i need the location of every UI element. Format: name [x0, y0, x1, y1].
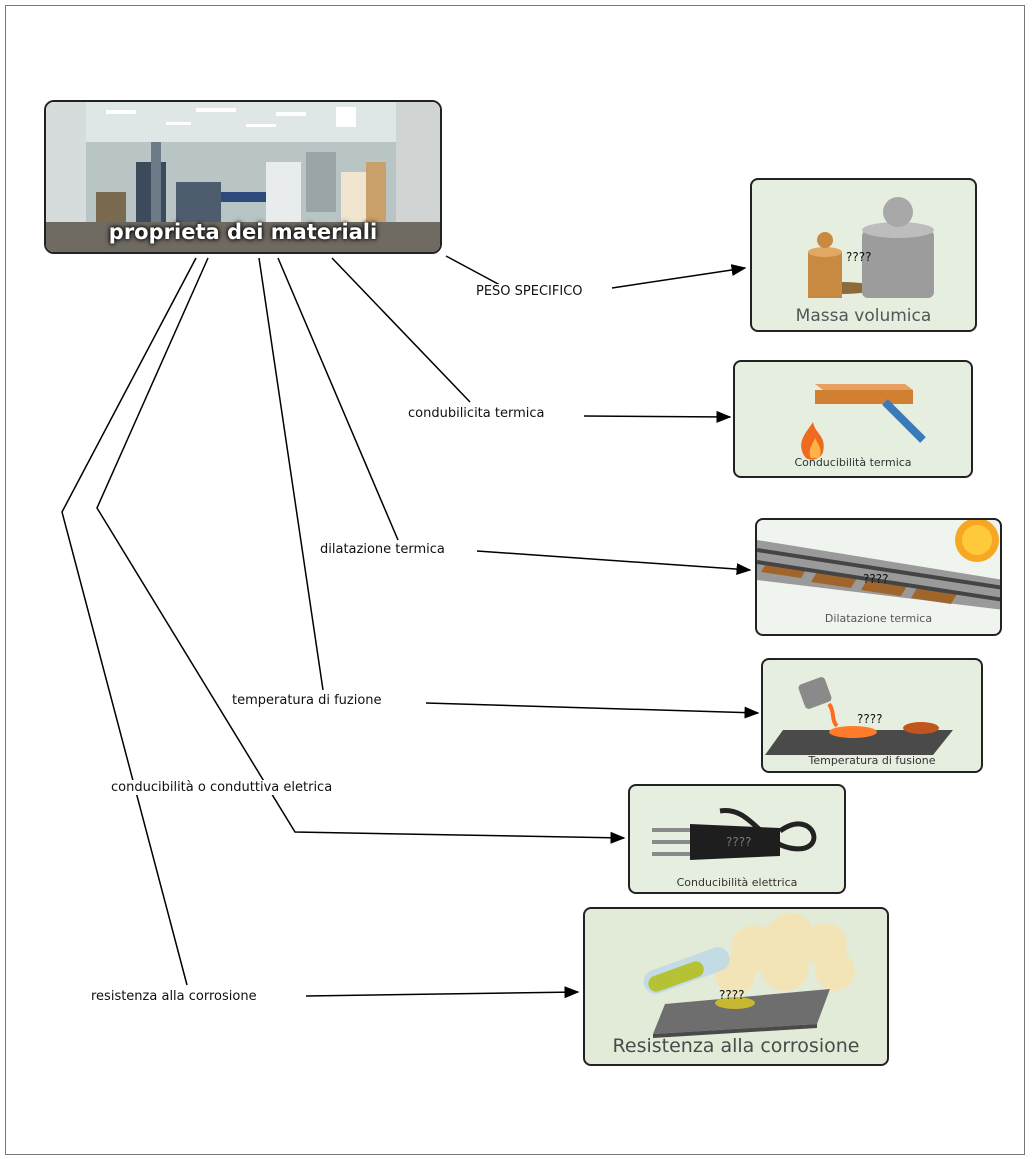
card-conducibilita-termica[interactable]: Conducibilità termica	[733, 360, 973, 478]
root-node[interactable]: proprieta dei materiali	[44, 100, 442, 254]
card-mark: ????	[726, 835, 752, 849]
card-caption: Conducibilità elettrica	[676, 876, 798, 889]
card-mark: ????	[719, 988, 745, 1002]
connector-dilatazione-arrow	[476, 550, 752, 576]
card-massa-volumica[interactable]: ???? Massa volumica	[750, 178, 977, 332]
connector-peso-arrow	[611, 264, 747, 289]
card-caption: Dilatazione termica	[824, 612, 933, 625]
card-mark: ????	[857, 712, 883, 726]
card-mark: ????	[863, 572, 889, 586]
edge-label-temperatura-di-fuzione: temperatura di fuzione	[230, 693, 384, 708]
heat-conduction-illustration	[801, 384, 926, 460]
connector-termica	[331, 257, 471, 403]
edge-label-conducibilita-elettrica: conducibilità o conduttiva eletrica	[109, 780, 335, 795]
card-caption: Massa volumica	[795, 306, 932, 326]
lab-photo	[46, 102, 440, 252]
connector-peso	[445, 255, 501, 286]
card-conducibilita-elettrica[interactable]: ???? Conducibilità elettrica	[628, 784, 846, 894]
connector-elettrica	[96, 257, 626, 844]
card-dilatazione-termica[interactable]: ???? Dilatazione termica	[755, 518, 1002, 636]
plug-illustration	[652, 808, 817, 860]
connector-fusione-arrow	[425, 702, 760, 719]
corrosion-illustration	[643, 913, 855, 1038]
root-title: proprieta dei materiali	[108, 220, 378, 244]
weights-illustration	[808, 197, 934, 298]
melting-illustration	[765, 677, 953, 755]
connector-termica-arrow	[583, 410, 732, 423]
edge-label-dilatazione-termica: dilatazione termica	[318, 542, 447, 557]
edge-label-peso-specifico: PESO SPECIFICO	[474, 284, 585, 299]
card-resistenza-corrosione[interactable]: ???? Resistenza alla corrosione	[583, 907, 889, 1066]
rail-illustration	[757, 520, 1000, 610]
card-caption: Temperatura di fusione	[808, 754, 936, 767]
canvas-frame	[5, 5, 1025, 1155]
card-caption: Conducibilità termica	[794, 456, 912, 469]
connector-corrosione	[61, 257, 197, 986]
connector-fusione	[258, 257, 324, 691]
card-mark: ????	[846, 250, 872, 264]
card-caption: Resistenza alla corrosione	[612, 1035, 860, 1057]
connector-dilatazione	[277, 257, 399, 541]
edge-label-resistenza-corrosione: resistenza alla corrosione	[89, 989, 259, 1004]
card-temperatura-fusione[interactable]: ???? Temperatura di fusione	[761, 658, 983, 773]
edge-label-condubilicita-termica: condubilicita termica	[406, 406, 547, 421]
connector-corrosione-arrow	[305, 986, 580, 999]
